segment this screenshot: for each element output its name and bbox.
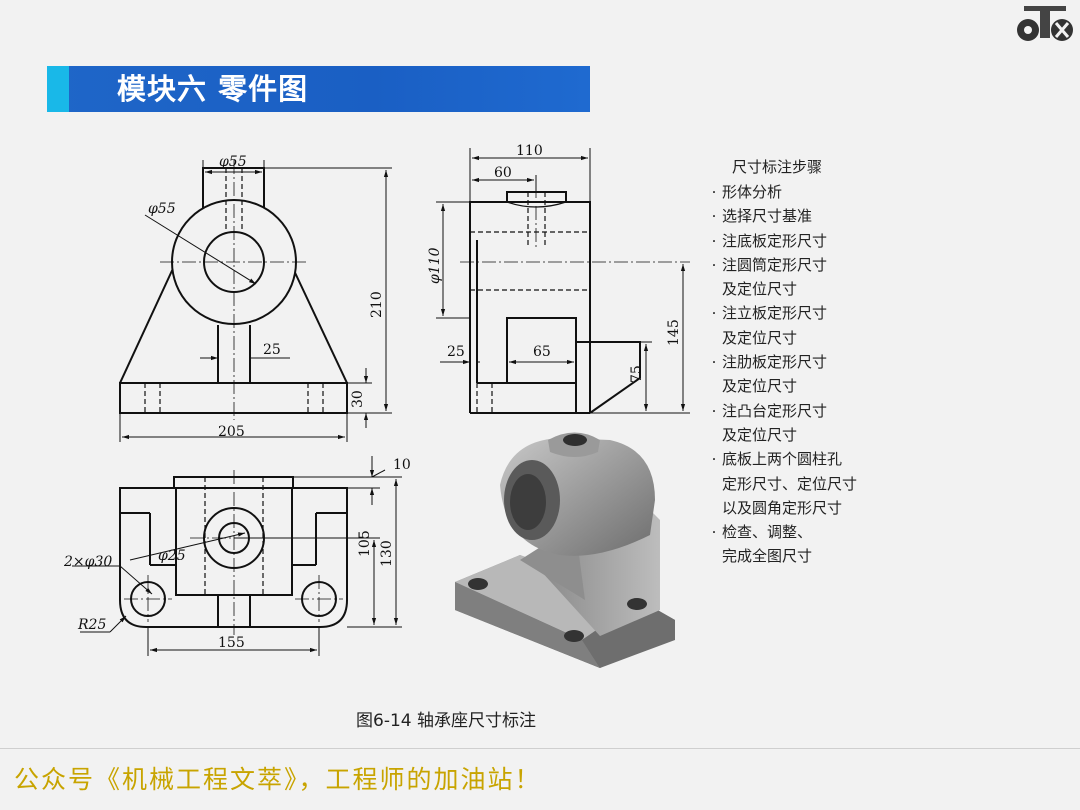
step-item: 定形尺寸、定位尺寸 — [706, 472, 857, 496]
step-text: 以及圆角定形尺寸 — [722, 498, 843, 517]
side-view — [469, 191, 641, 414]
step-item: 完成全图尺寸 — [706, 544, 857, 568]
step-text: 定形尺寸、定位尺寸 — [722, 474, 858, 493]
dim-phi55-top: φ55 — [219, 154, 247, 170]
dim-210: 210 — [369, 291, 385, 318]
step-text: 及定位尺寸 — [722, 328, 798, 347]
step-item: · 选择尺寸基准 — [706, 204, 857, 228]
step-bullet: · — [711, 207, 717, 226]
brand-logo-icon — [1017, 6, 1073, 41]
dim-30: 30 — [350, 390, 366, 408]
dim-25-front: 25 — [263, 342, 281, 358]
footer-divider — [0, 748, 1080, 749]
step-item: · 注肋板定形尺寸 — [706, 350, 857, 374]
step-text: 注立板定形尺寸 — [722, 304, 828, 323]
step-bullet: · — [711, 353, 717, 372]
page-title: 模块六 零件图 — [117, 72, 309, 106]
step-item: · 形体分析 — [706, 180, 857, 204]
dim-60: 60 — [494, 165, 512, 181]
step-text: 及定位尺寸 — [722, 280, 798, 299]
step-bullet: · — [711, 304, 717, 323]
step-bullet: · — [711, 183, 717, 201]
title-bar — [47, 66, 590, 112]
dim-130: 130 — [379, 540, 395, 567]
step-item: 以及圆角定形尺寸 — [706, 496, 857, 520]
dim-phi55-left: φ55 — [148, 201, 176, 217]
top-view — [119, 476, 348, 628]
dim-65: 65 — [533, 344, 551, 360]
step-bullet: · — [711, 255, 717, 274]
dim-phi25: φ25 — [158, 548, 186, 564]
dim-205: 205 — [218, 424, 245, 440]
step-text: 检查、调整、 — [722, 523, 813, 542]
step-item: · 检查、调整、 — [706, 520, 857, 544]
step-item: 及定位尺寸 — [706, 277, 857, 301]
figure-caption: 图6-14 轴承座尺寸标注 — [356, 711, 536, 731]
step-item: · 注圆筒定形尺寸 — [706, 253, 857, 277]
dim-holes: 2×φ30 — [63, 554, 112, 570]
step-item: 及定位尺寸 — [706, 326, 857, 350]
dim-25-side: 25 — [447, 344, 465, 360]
dim-phi110: φ110 — [427, 247, 443, 284]
step-text: 底板上两个圆柱孔 — [722, 450, 843, 469]
step-text: 及定位尺寸 — [722, 377, 798, 396]
step-text: 注底板定形尺寸 — [722, 231, 828, 250]
step-item: · 底板上两个圆柱孔 — [706, 447, 857, 471]
step-item: · 注底板定形尺寸 — [706, 229, 857, 253]
step-item: · 注凸台定形尺寸 — [706, 399, 857, 423]
title-accent — [47, 66, 69, 112]
step-text: 完成全图尺寸 — [722, 547, 813, 566]
step-text: 形体分析 — [722, 183, 783, 201]
step-text: 注圆筒定形尺寸 — [722, 255, 828, 274]
step-item: · 注立板定形尺寸 — [706, 301, 857, 325]
dim-110: 110 — [516, 143, 543, 159]
dim-75: 75 — [629, 365, 645, 383]
footer-text: 公众号《机械工程文萃》，工程师的加油站！ — [14, 765, 542, 794]
dim-145: 145 — [666, 319, 682, 346]
dim-155: 155 — [218, 635, 245, 651]
step-bullet: · — [711, 401, 717, 420]
dim-r25: R25 — [77, 617, 106, 633]
dim-10: 10 — [393, 457, 411, 473]
step-text: 及定位尺寸 — [722, 425, 798, 444]
step-bullet: · — [711, 523, 717, 542]
dim-105: 105 — [357, 530, 373, 557]
step-item: 及定位尺寸 — [706, 423, 857, 447]
step-bullet: · — [711, 231, 717, 250]
step-text: 注肋板定形尺寸 — [722, 353, 828, 372]
isometric-render — [455, 432, 675, 668]
step-text: 注凸台定形尺寸 — [722, 401, 828, 420]
step-item: 及定位尺寸 — [706, 374, 857, 398]
dimension-steps: 尺寸标注步骤 · 形体分析 · 选择尺寸基准 · 注底板定形尺寸 · 注圆筒定形尺寸及定位尺寸… — [706, 154, 857, 569]
steps-heading: 尺寸标注步骤 — [732, 158, 823, 176]
step-bullet: · — [711, 450, 717, 469]
step-text: 选择尺寸基准 — [722, 207, 813, 226]
